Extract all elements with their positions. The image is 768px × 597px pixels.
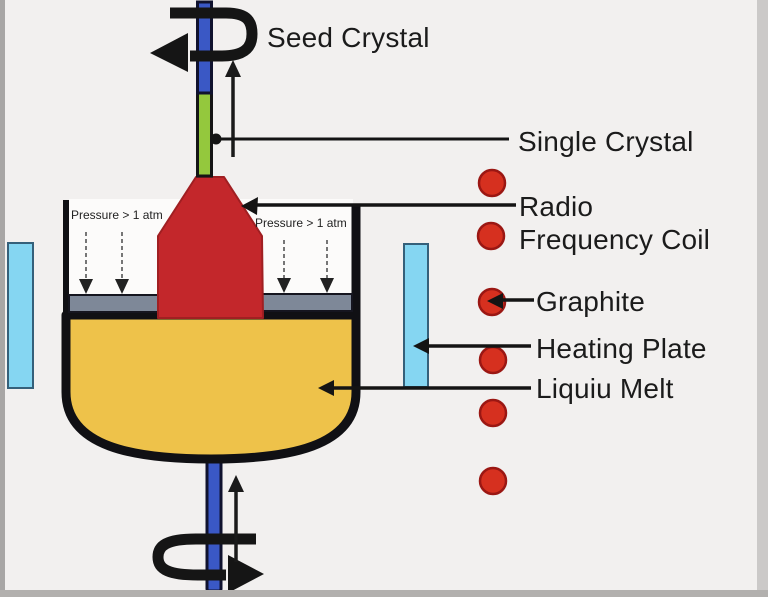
rf-coil-dot	[478, 466, 508, 496]
pull-arrow-bottom-icon	[228, 475, 244, 562]
pull-arrow-top-icon	[225, 60, 241, 157]
pressure-arrow-icon	[320, 240, 334, 293]
rf-coil-dot	[478, 345, 508, 375]
rf-coil-dot	[476, 221, 506, 251]
graphite-plate-left	[68, 294, 159, 313]
heating-plate-label: Heating Plate	[536, 333, 707, 364]
rf-coil-label-line2: Frequency Coil	[519, 224, 711, 255]
bottom-edge-strip	[0, 590, 768, 597]
crystal-boule	[157, 176, 264, 319]
liquid-melt-pointer	[318, 380, 531, 396]
pressure-arrow-icon	[115, 232, 129, 294]
seed-crystal-label: Seed Crystal	[267, 22, 430, 53]
rf-coil-label: Radio Frequency Coil	[519, 190, 710, 256]
rotation-arrow-top-icon	[150, 7, 258, 72]
graphite-pointer	[487, 293, 534, 309]
rf-coil-pointer	[241, 197, 516, 215]
single-crystal-label: Single Crystal	[518, 126, 694, 157]
rf-coil-dot	[477, 168, 507, 198]
left-edge-strip	[0, 0, 5, 597]
crucible-melt	[61, 310, 361, 464]
single-crystal-pointer	[210, 133, 509, 145]
heating-plate-right	[403, 243, 429, 388]
pressure-arrow-icon	[79, 232, 93, 294]
heating-plate-left	[7, 242, 34, 389]
right-edge-strip	[757, 0, 768, 597]
heating-plate-pointer	[413, 338, 531, 354]
liquid-melt-label: Liquiu Melt	[536, 373, 674, 404]
pressure-label-right: Pressure > 1 atm	[255, 216, 347, 230]
single-crystal-rod	[196, 89, 213, 178]
rf-coil-label-line1: Radio	[519, 191, 594, 222]
seed-shaft	[196, 0, 213, 95]
rotation-arrow-bottom-icon	[152, 533, 264, 593]
graphite-label: Graphite	[536, 286, 645, 317]
graphite-plate-right	[259, 293, 353, 312]
rf-coil-dot	[478, 398, 508, 428]
pressure-arrow-icon	[277, 240, 291, 293]
pressure-label-left: Pressure > 1 atm	[71, 208, 163, 222]
